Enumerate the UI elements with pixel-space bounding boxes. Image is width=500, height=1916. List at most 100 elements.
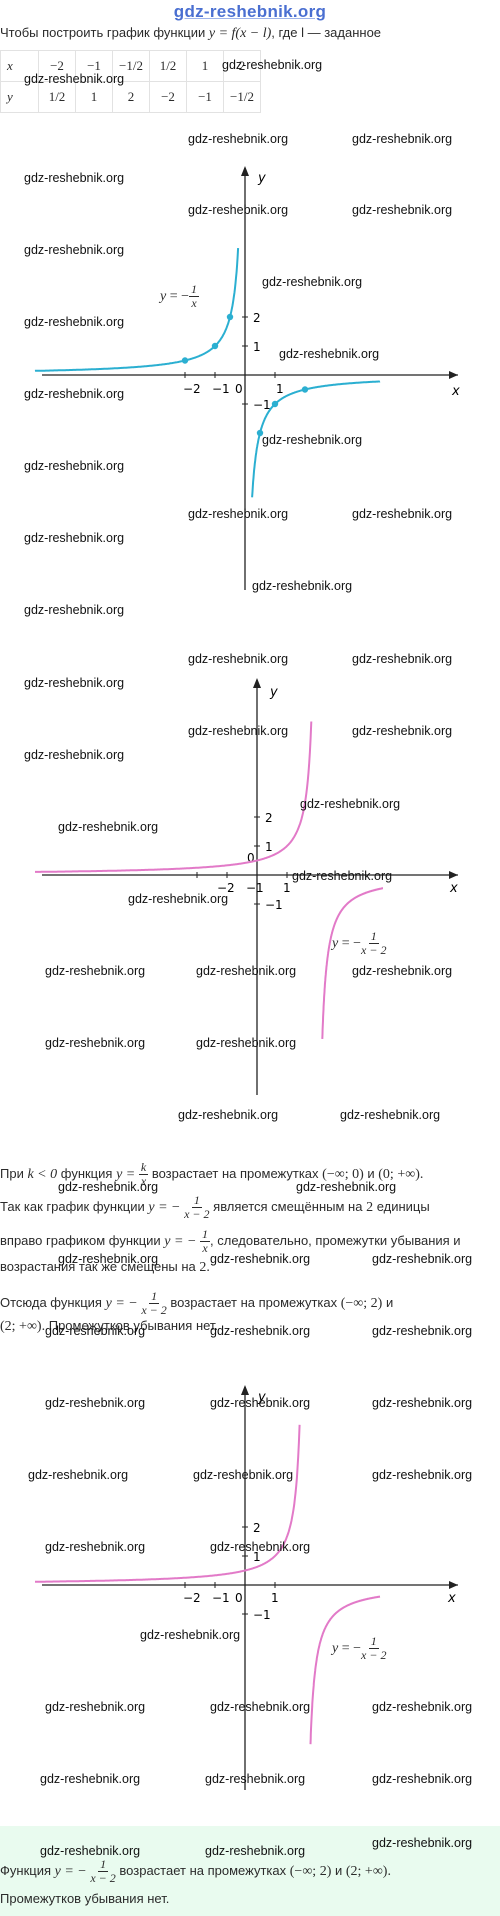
conclusion-line-2: Промежутков убывания нет. — [0, 1891, 170, 1906]
x-tick-label: 0 — [247, 851, 255, 865]
curve-left-branch — [35, 721, 313, 873]
watermark: gdz-reshebnik.org — [45, 1036, 146, 1050]
y-tick-label: 2 — [253, 311, 261, 325]
watermark: gdz-reshebnik.org — [262, 275, 363, 289]
watermark: gdz-reshebnik.org — [45, 964, 146, 978]
watermark: gdz-reshebnik.org — [352, 652, 453, 666]
watermark: gdz-reshebnik.org — [279, 347, 380, 361]
y-axis-label: y — [269, 685, 278, 700]
y-axis-arrow — [253, 678, 261, 688]
points-group — [181, 313, 309, 437]
y-axis-arrow — [241, 166, 249, 176]
watermark: gdz-reshebnik.org — [210, 1396, 311, 1410]
conclusion-highlight — [0, 1826, 500, 1916]
table-header-x: x — [0, 50, 39, 82]
table-cell: 2 — [223, 50, 261, 82]
watermark: gdz-reshebnik.org — [372, 1700, 473, 1714]
watermark: gdz-reshebnik.org — [24, 387, 125, 401]
watermark: gdz-reshebnik.org — [24, 748, 125, 762]
graph-2: x y −2 −1 0 1 2 1 −1 — [35, 678, 458, 1095]
watermark: gdz-reshebnik.org — [24, 315, 125, 329]
x-tick-label: 0 — [235, 382, 243, 396]
data-point — [211, 342, 219, 350]
watermark: gdz-reshebnik.org — [24, 243, 125, 257]
data-point — [301, 386, 309, 393]
watermark: gdz-reshebnik.org — [352, 964, 453, 978]
y-tick-label: 1 — [265, 840, 273, 854]
table-cell: −1/2 — [223, 81, 261, 113]
data-point — [271, 400, 279, 408]
watermark: gdz-reshebnik.org — [40, 1772, 141, 1786]
x-tick-label: 0 — [235, 1591, 243, 1605]
watermark: gdz-reshebnik.org — [24, 459, 125, 473]
watermark: gdz-reshebnik.org — [300, 797, 401, 811]
watermark: gdz-reshebnik.org — [205, 1772, 306, 1786]
paragraph-1-line-4: возрастания так же смещены на 2. — [0, 1259, 210, 1275]
x-axis-label: x — [447, 1591, 456, 1606]
table-cell: 1 — [75, 81, 113, 113]
value-table: x −2 −1 −1/2 1/2 1 2 y 1/2 1 2 −2 −1 −1/… — [0, 50, 261, 113]
watermark: gdz-reshebnik.org — [222, 58, 323, 72]
watermark: gdz-reshebnik.org — [24, 676, 125, 690]
watermark: gdz-reshebnik.org — [292, 869, 393, 883]
graph-3: x y −2 −1 0 1 2 1 −1 — [35, 1385, 458, 1790]
value-table-row-y: y 1/2 1 2 −2 −1 −1/2 — [0, 81, 261, 113]
curve-right-branch — [309, 1595, 381, 1745]
watermark: gdz-reshebnik.org — [24, 531, 125, 545]
y-axis-label: y — [257, 1390, 266, 1405]
watermark: gdz-reshebnik.org — [372, 1396, 473, 1410]
watermark: gdz-reshebnik.org — [188, 507, 289, 521]
data-point — [226, 313, 234, 321]
ticks — [184, 316, 276, 405]
x-tick-label: −1 — [212, 382, 230, 396]
graph-1: x y −2 −1 0 1 2 1 −1 — [34, 166, 460, 590]
watermark: gdz-reshebnik.org — [188, 724, 289, 738]
table-cell: −2 — [149, 81, 187, 113]
ticks — [196, 816, 288, 905]
table-cell: 1/2 — [149, 50, 187, 82]
table-cell: −1 — [186, 81, 224, 113]
y-axis-arrow — [241, 1385, 249, 1395]
watermark: gdz-reshebnik.org — [210, 1324, 311, 1338]
curve-left-branch — [34, 248, 240, 372]
watermark: gdz-reshebnik.org — [352, 203, 453, 217]
x-tick-label: 1 — [283, 881, 291, 895]
y-tick-label: −1 — [253, 1608, 271, 1622]
watermark: gdz-reshebnik.org — [193, 1468, 294, 1482]
curve-group — [35, 1424, 381, 1745]
watermark: gdz-reshebnik.org — [252, 579, 353, 593]
watermark: gdz-reshebnik.org — [372, 1324, 473, 1338]
ticks — [184, 1526, 276, 1615]
x-axis-arrow — [449, 371, 458, 379]
paragraph-2-line-2: (2; +∞). Промежутков убывания нет. — [0, 1318, 219, 1334]
watermark: gdz-reshebnik.org — [40, 1844, 141, 1858]
table-header-y: y — [0, 81, 39, 113]
x-tick-label: −2 — [217, 881, 235, 895]
watermark: gdz-reshebnik.org — [262, 433, 363, 447]
x-axis-arrow — [449, 871, 458, 879]
watermark: gdz-reshebnik.org — [352, 724, 453, 738]
watermark: gdz-reshebnik.org — [45, 1396, 146, 1410]
watermark: gdz-reshebnik.org — [45, 1540, 146, 1554]
y-tick-label: −1 — [265, 898, 283, 912]
watermark: gdz-reshebnik.org — [340, 1108, 441, 1122]
watermark: gdz-reshebnik.org — [24, 603, 125, 617]
watermark: gdz-reshebnik.org — [58, 820, 159, 834]
table-cell: 2 — [112, 81, 150, 113]
watermark: gdz-reshebnik.org — [28, 1468, 129, 1482]
watermark: gdz-reshebnik.org — [140, 1628, 241, 1642]
watermark: gdz-reshebnik.org — [372, 1836, 473, 1850]
x-tick-label: 1 — [276, 382, 284, 396]
watermark: gdz-reshebnik.org — [352, 132, 453, 146]
site-logo[interactable]: gdz-reshebnik.org — [173, 2, 327, 21]
x-axis-label: x — [451, 384, 460, 399]
x-tick-label: −1 — [212, 1591, 230, 1605]
watermark: gdz-reshebnik.org — [196, 1036, 297, 1050]
watermark: gdz-reshebnik.org — [210, 1252, 311, 1266]
